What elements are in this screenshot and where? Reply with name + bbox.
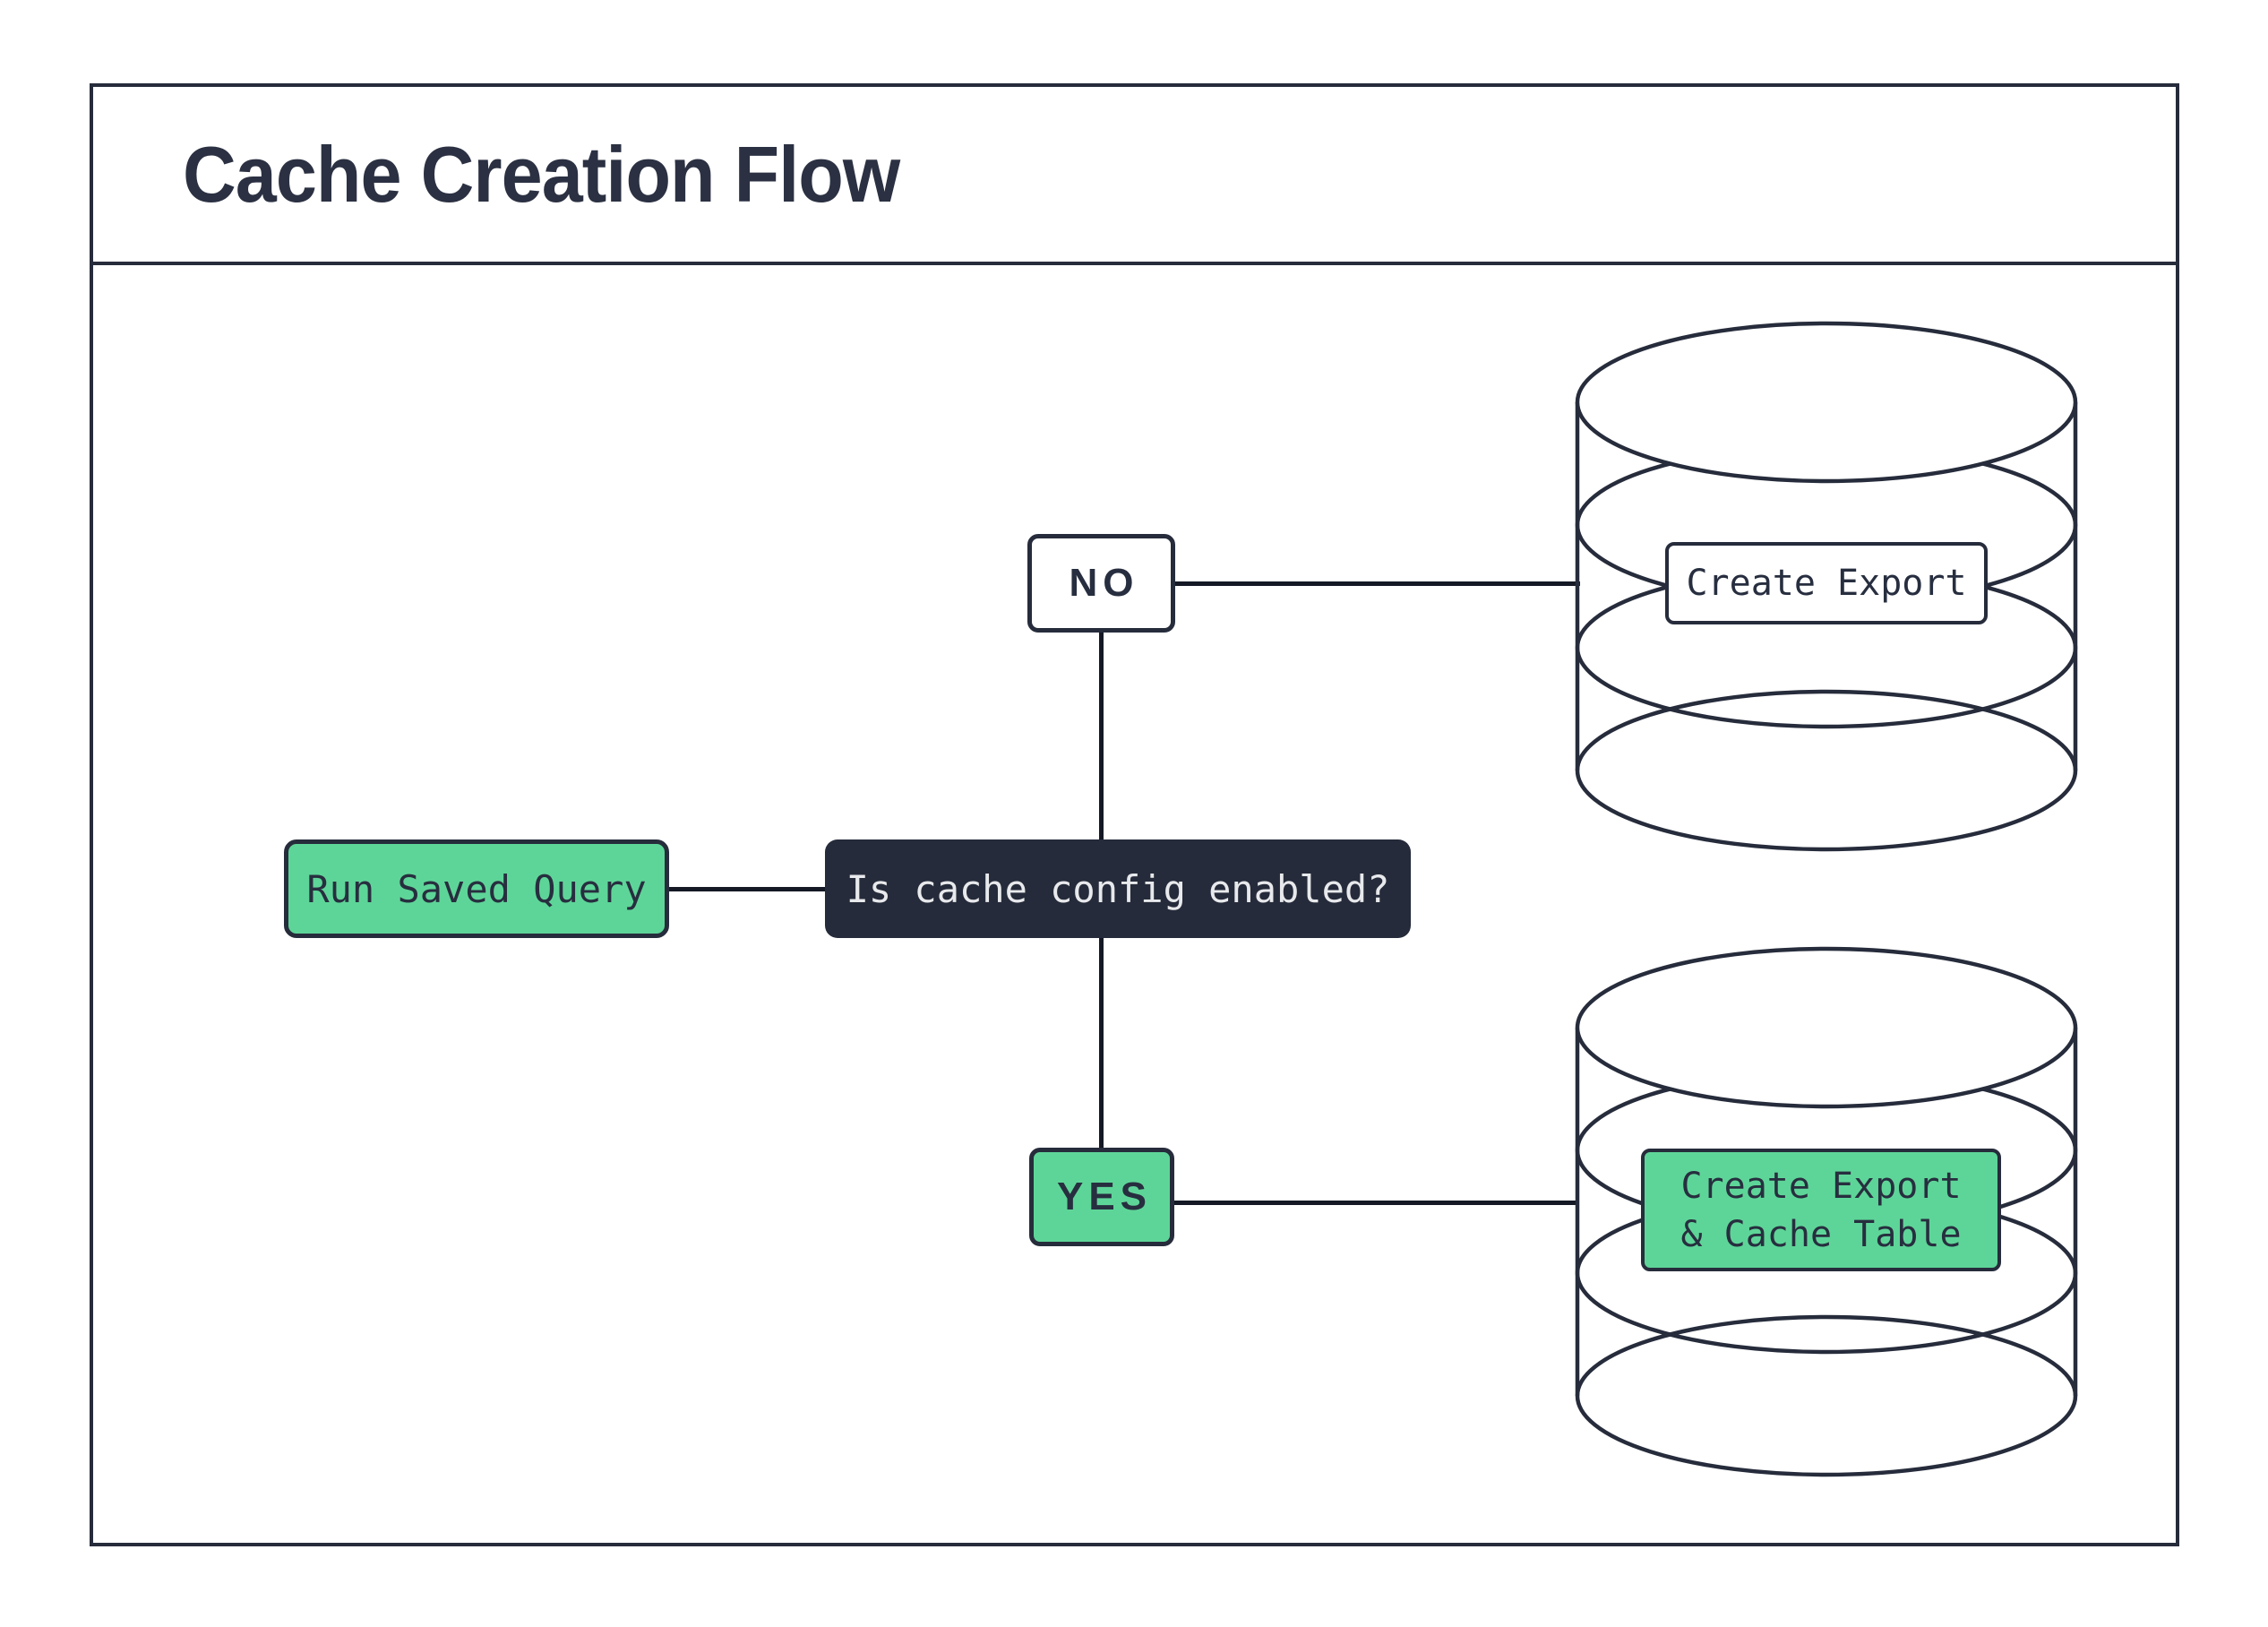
node-run-saved-query-label: Run Saved Query bbox=[306, 866, 647, 911]
db-label-create-export-text: Create Export bbox=[1686, 563, 1967, 604]
node-decision-label: Is cache config enabled? bbox=[846, 866, 1390, 911]
diagram-frame: Cache Creation Flow bbox=[90, 83, 2179, 1546]
connector-no-to-export-db bbox=[1175, 581, 1580, 586]
node-run-saved-query: Run Saved Query bbox=[284, 839, 669, 938]
db-label-create-export-cache-table: Create Export & Cache Table bbox=[1641, 1149, 2001, 1271]
node-branch-yes-label: YES bbox=[1056, 1175, 1153, 1218]
node-branch-no: NO bbox=[1027, 534, 1175, 633]
database-cylinder-icon bbox=[1575, 946, 2078, 1477]
connector-start-to-decision bbox=[669, 887, 825, 891]
connector-no-to-decision bbox=[1099, 633, 1104, 840]
db-label-cache-line1: Create Export bbox=[1680, 1165, 1962, 1207]
db-label-create-export: Create Export bbox=[1665, 542, 1988, 624]
node-branch-yes: YES bbox=[1029, 1148, 1174, 1246]
connector-yes-to-cache-db bbox=[1174, 1201, 1579, 1205]
node-branch-no-label: NO bbox=[1069, 561, 1139, 605]
node-decision-cache-config: Is cache config enabled? bbox=[825, 839, 1411, 938]
db-label-cache-line2: & Cache Table bbox=[1680, 1213, 1962, 1255]
database-cylinder-icon bbox=[1575, 321, 2078, 852]
connector-decision-to-yes bbox=[1099, 938, 1104, 1149]
diagram-header: Cache Creation Flow bbox=[93, 87, 2176, 265]
page-title: Cache Creation Flow bbox=[183, 129, 900, 219]
